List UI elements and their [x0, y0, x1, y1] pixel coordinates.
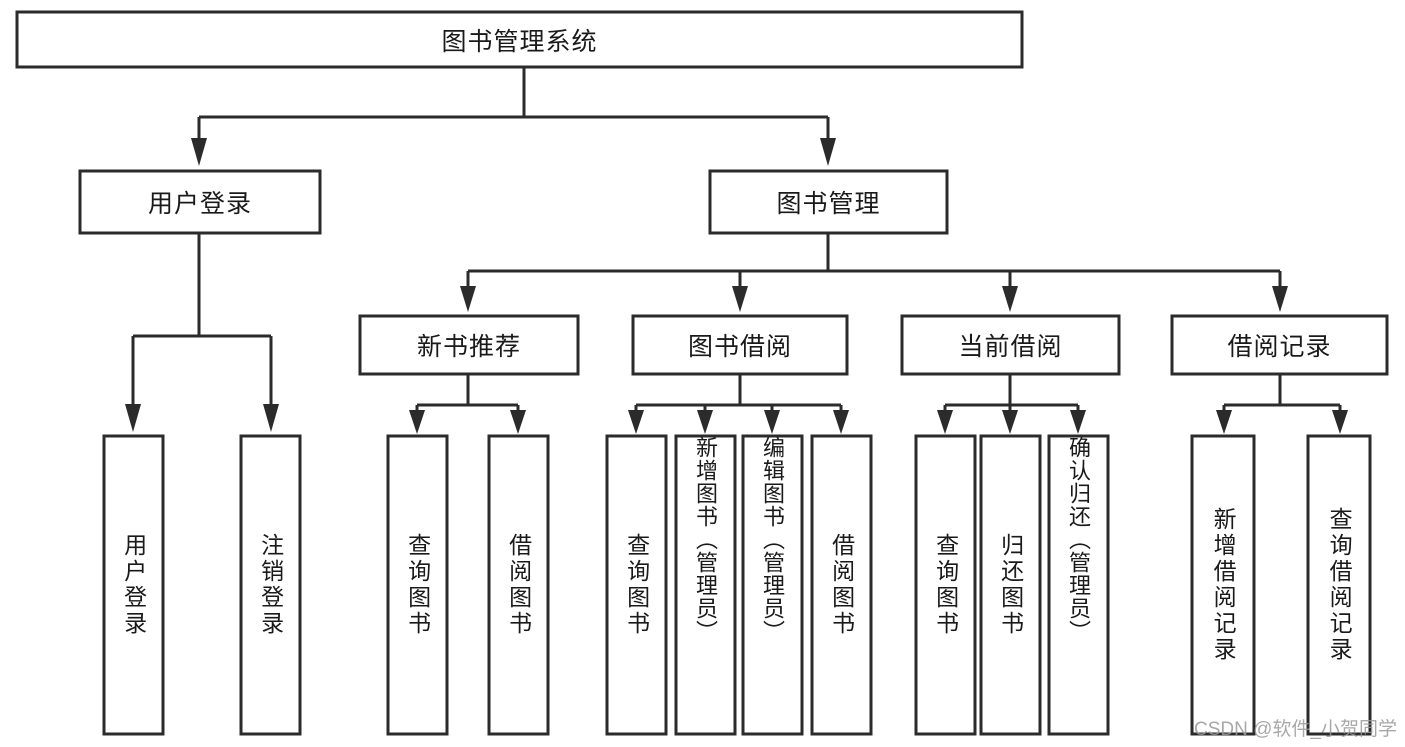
arrow-currentborrow-0 [937, 410, 953, 434]
arrow-currentborrow-1 [1002, 410, 1018, 434]
leaf-box-user-login-0[interactable] [102, 434, 165, 736]
leaf-box-book-borrow-3[interactable] [810, 434, 873, 736]
leaf-box-user-login-1[interactable] [239, 434, 302, 736]
arrow-currentborrow-2 [1070, 410, 1086, 434]
arrow-userlogin-0 [125, 404, 141, 432]
arrow-bookborrow-2 [764, 410, 780, 434]
leaf-box-new-book-0[interactable] [386, 434, 449, 736]
arrow-bookborrow-0 [628, 410, 644, 434]
arrow-level1-0 [191, 138, 207, 166]
node-book-manage-box[interactable] [708, 169, 949, 235]
leaf-box-current-borrow-0[interactable] [914, 434, 977, 736]
leaf-box-current-borrow-2[interactable] [1047, 434, 1110, 736]
arrow-borrowrecord-0 [1216, 410, 1232, 434]
leaf-box-borrow-record-0[interactable] [1190, 434, 1256, 736]
node-new-book-recommend-box[interactable] [358, 314, 580, 376]
arrow-level2-2 [1002, 286, 1018, 312]
node-user-login-box[interactable] [78, 169, 322, 235]
arrow-bookborrow-1 [697, 410, 713, 434]
leaf-box-book-borrow-2[interactable] [741, 434, 804, 736]
arrow-level2-3 [1272, 286, 1288, 312]
leaf-box-book-borrow-0[interactable] [605, 434, 668, 736]
arrow-borrowrecord-1 [1332, 410, 1348, 434]
arrow-bookborrow-3 [833, 410, 849, 434]
arrow-level2-1 [732, 286, 748, 312]
arrow-level1-1 [820, 138, 836, 166]
node-root-box[interactable] [15, 10, 1024, 69]
node-book-borrow-box[interactable] [631, 314, 849, 376]
leaf-box-current-borrow-1[interactable] [979, 434, 1042, 736]
arrow-newbook-0 [409, 410, 425, 434]
arrow-newbook-1 [510, 410, 526, 434]
leaf-box-borrow-record-1[interactable] [1306, 434, 1372, 736]
node-borrow-record-box[interactable] [1170, 314, 1389, 376]
node-current-borrow-box[interactable] [900, 314, 1121, 376]
leaf-box-new-book-1[interactable] [487, 434, 550, 736]
arrow-userlogin-1 [263, 404, 279, 432]
leaf-box-book-borrow-1[interactable] [674, 434, 737, 736]
arrow-level2-0 [460, 286, 476, 312]
